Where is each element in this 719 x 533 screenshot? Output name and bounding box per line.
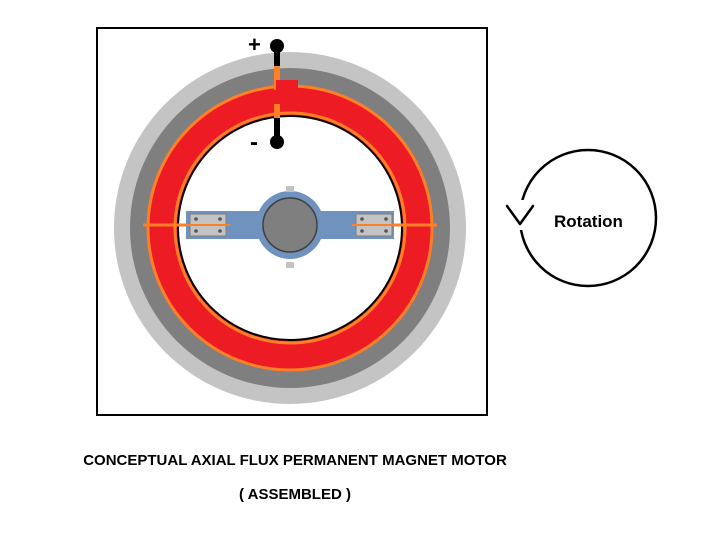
negative-lead bbox=[274, 118, 280, 140]
coil-wire-inner bbox=[173, 111, 407, 345]
rotation-label: Rotation bbox=[554, 212, 623, 231]
shaft-key-top bbox=[286, 186, 294, 192]
positive-terminal bbox=[270, 39, 284, 53]
positive-lead-tip bbox=[274, 66, 280, 90]
positive-terminal-label: + bbox=[248, 32, 261, 57]
shaft bbox=[262, 197, 318, 253]
shaft-key-bottom bbox=[286, 262, 294, 268]
counterclockwise-arrow-icon bbox=[505, 148, 658, 288]
negative-lead-tip bbox=[274, 104, 280, 124]
left-bracket bbox=[186, 213, 230, 237]
negative-terminal-label: - bbox=[250, 129, 258, 156]
diagram-title: CONCEPTUAL AXIAL FLUX PERMANENT MAGNET M… bbox=[83, 452, 507, 469]
right-bracket bbox=[352, 213, 396, 237]
diagram-subtitle: ( ASSEMBLED ) bbox=[239, 486, 351, 503]
negative-terminal bbox=[270, 135, 284, 149]
coil-junction bbox=[276, 80, 298, 106]
